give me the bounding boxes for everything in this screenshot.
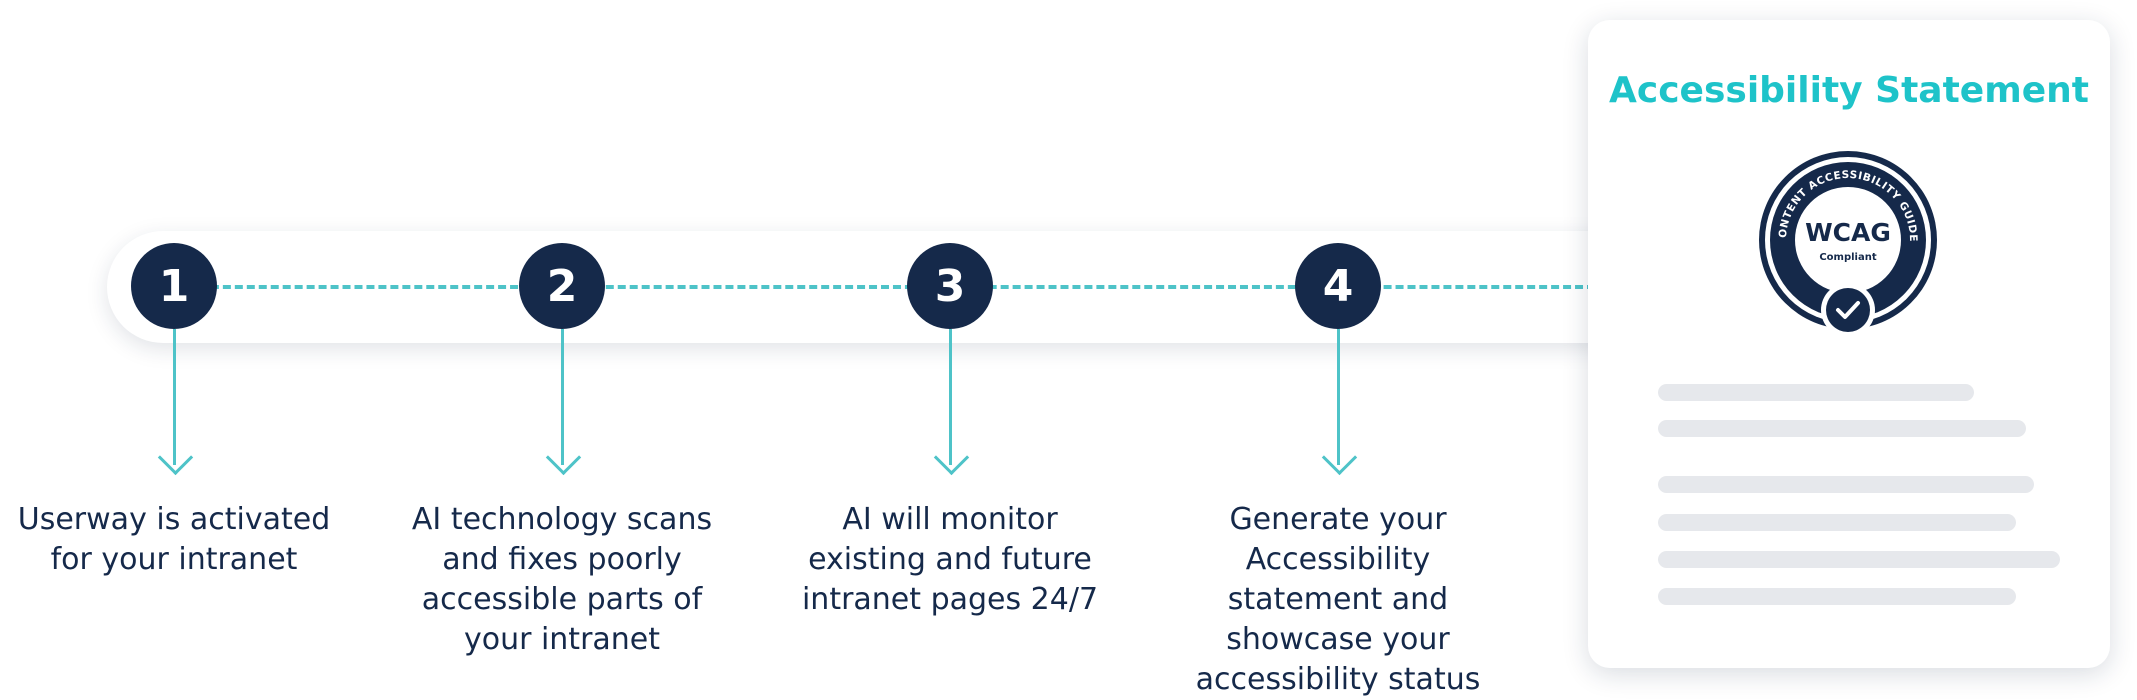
placeholder-line [1658, 588, 2016, 605]
placeholder-line [1658, 420, 2026, 437]
step-3-circle: 3 [907, 243, 993, 329]
step-4-arrow-icon [1321, 439, 1358, 476]
step-2-text: AI technology scans and fixes poorly acc… [411, 502, 713, 657]
step-4-text: Generate your Accessibility statement an… [1195, 502, 1481, 697]
wcag-badge-icon: WEB CONTENT ACCESSIBILITY GUIDELINES WCA… [1758, 150, 1937, 337]
step-4-circle: 4 [1295, 243, 1381, 329]
step-2-number: 2 [546, 260, 578, 312]
step-3-arrow-icon [933, 439, 970, 476]
step-1-arrow-icon [157, 439, 194, 476]
placeholder-line [1658, 551, 2060, 568]
step-2-arrow-icon [545, 439, 582, 476]
accessibility-statement-card: Accessibility Statement WEB CONTENT ACCE… [1588, 20, 2110, 668]
badge-sub-text: Compliant [1819, 252, 1877, 263]
step-3-text: AI will monitor existing and future intr… [801, 502, 1099, 617]
step-4-arrow-line [1337, 329, 1340, 465]
step-4-number: 4 [1322, 260, 1354, 312]
step-1-text: Userway is activated for your intranet [17, 502, 331, 577]
dashed-connector [175, 285, 1595, 289]
placeholder-line [1658, 514, 2016, 531]
step-1-number: 1 [158, 260, 190, 312]
card-title: Accessibility Statement [1609, 70, 2089, 111]
step-3-arrow-line [949, 329, 952, 465]
placeholder-line [1658, 384, 1974, 401]
check-circle-icon [1826, 288, 1870, 332]
step-2-circle: 2 [519, 243, 605, 329]
step-1-circle: 1 [131, 243, 217, 329]
placeholder-line [1658, 476, 2034, 493]
check-icon [1836, 301, 1860, 319]
step-3-number: 3 [934, 260, 966, 312]
badge-main-text: WCAG [1805, 218, 1891, 247]
step-1-arrow-line [173, 329, 176, 465]
step-2-arrow-line [561, 329, 564, 465]
